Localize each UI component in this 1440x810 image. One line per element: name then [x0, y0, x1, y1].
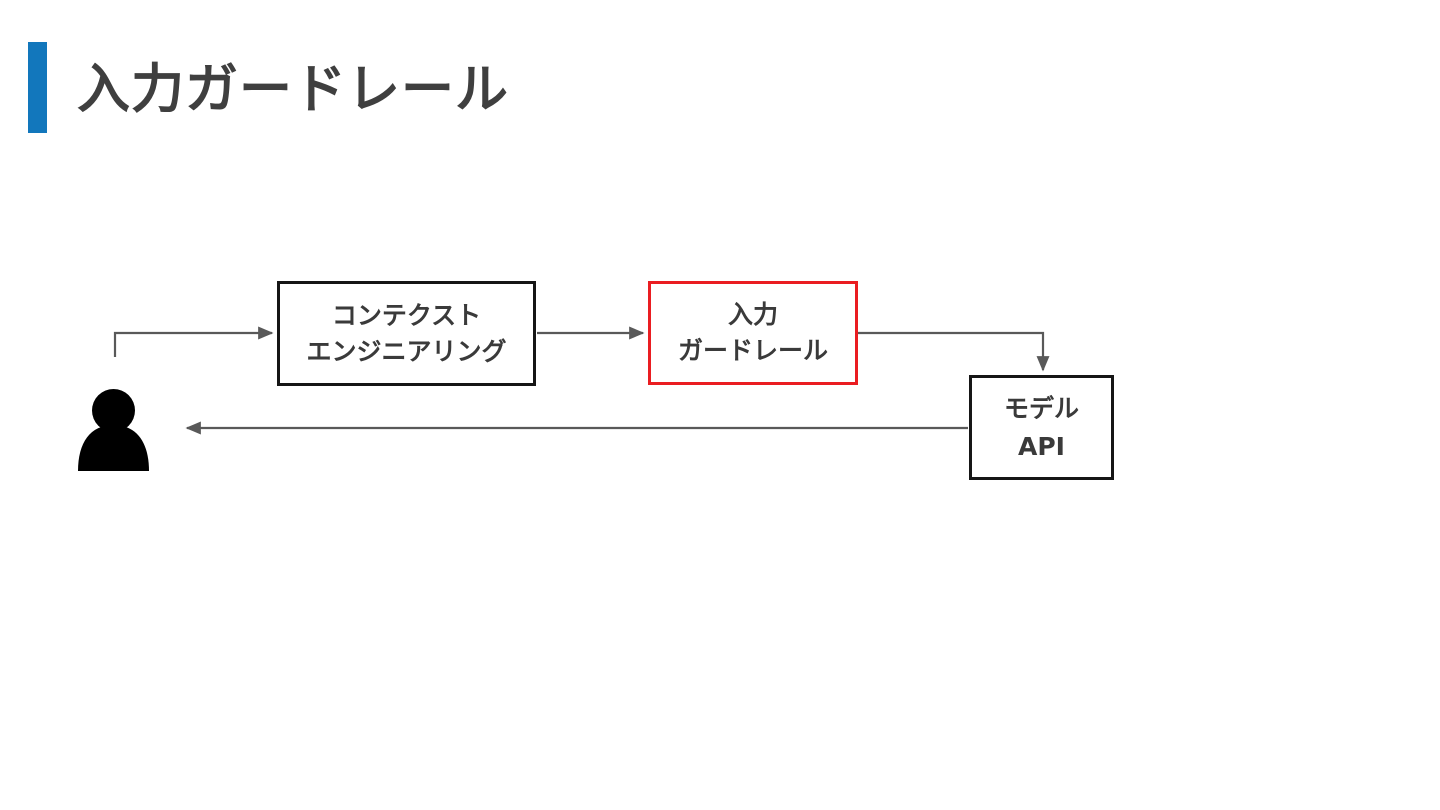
connector-user-to-context: [113, 326, 274, 357]
node-context-engineering-line-2: エンジニアリング: [306, 336, 507, 366]
node-model-api[interactable]: モデル API: [969, 375, 1114, 480]
node-context-engineering-line-1: コンテクスト: [331, 300, 482, 330]
title-accent-bar: [28, 42, 47, 133]
node-model-api-line-1: モデル: [1003, 393, 1079, 423]
node-context-engineering[interactable]: コンテクスト エンジニアリング: [277, 281, 536, 386]
connector-guardrail-to-model: [858, 331, 1050, 372]
node-input-guardrail-line-1: 入力: [727, 300, 778, 329]
node-input-guardrail[interactable]: 入力 ガードレール: [648, 281, 858, 385]
page-title: 入力ガードレール: [77, 59, 509, 120]
node-input-guardrail-line-2: ガードレール: [677, 336, 828, 365]
slide-title-group: 入力ガードレール: [28, 42, 509, 137]
node-model-api-line-2: API: [1018, 431, 1065, 461]
user-person-icon: [78, 389, 149, 471]
